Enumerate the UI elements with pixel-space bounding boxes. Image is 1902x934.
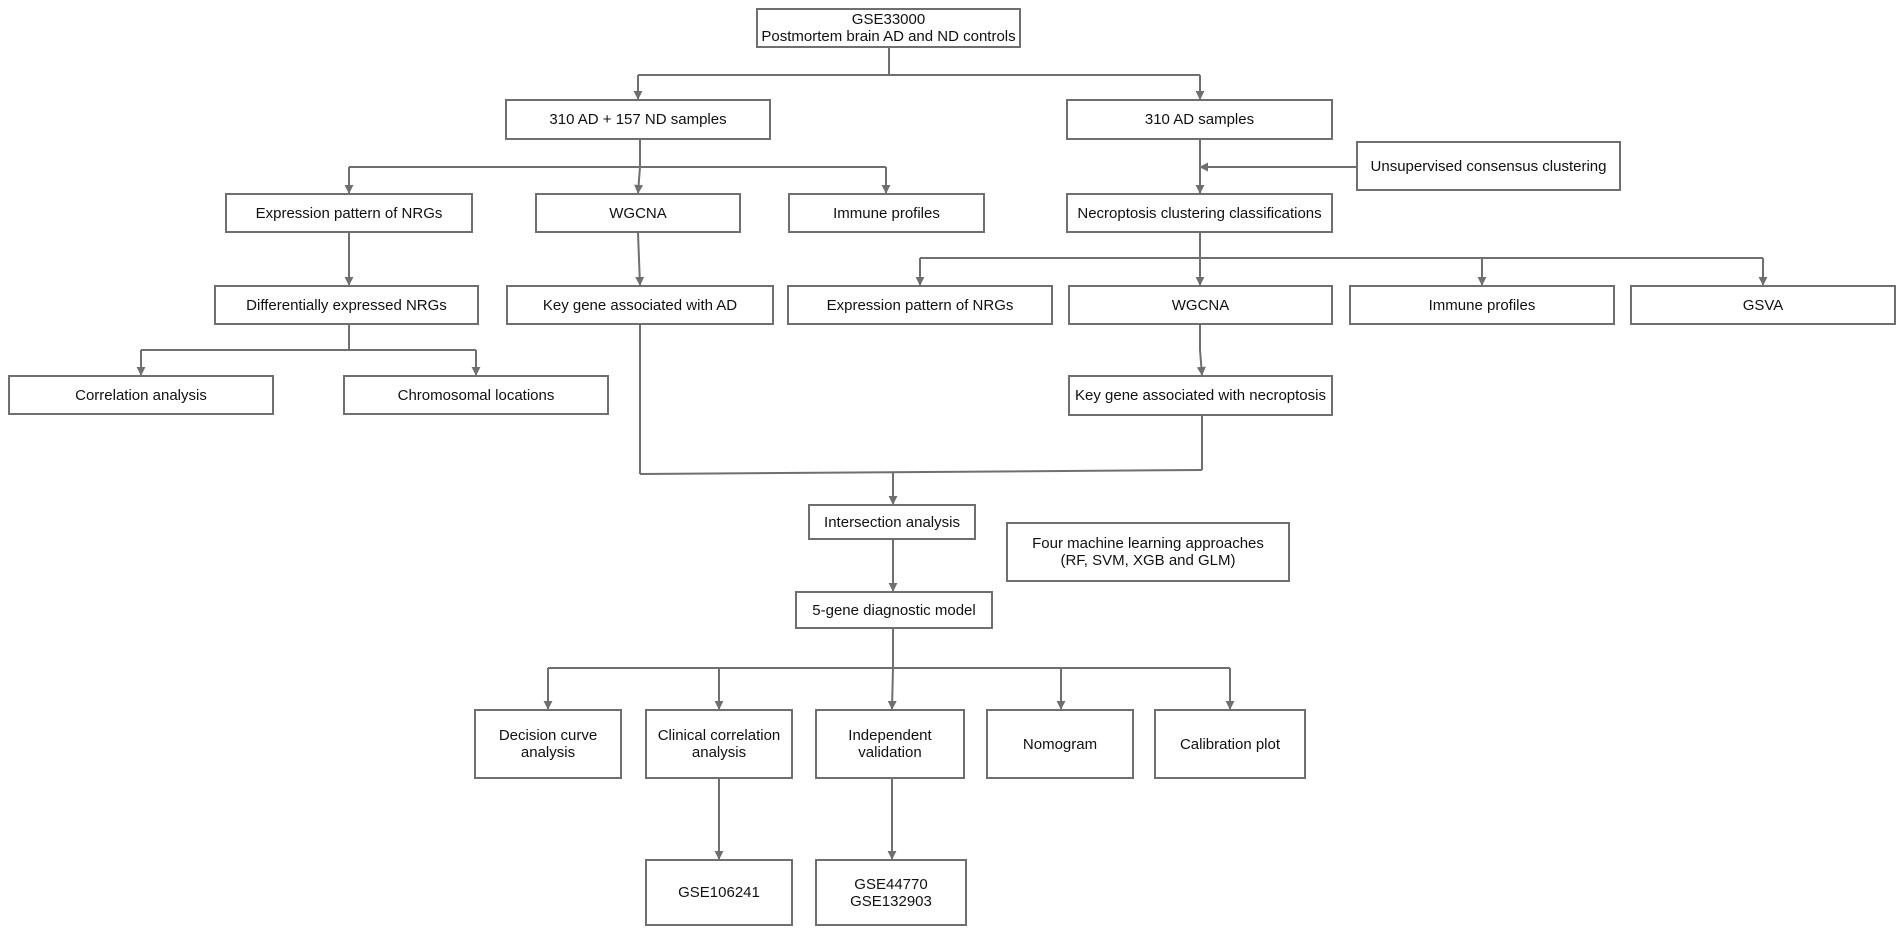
box-indep-validation-line-2: validation bbox=[858, 744, 922, 761]
box-decision-curve: Decision curve analysis bbox=[474, 709, 622, 779]
box-necroptosis-clusters-line-1: Necroptosis clustering classifications bbox=[1077, 204, 1322, 222]
box-expr-nrgs-right: Expression pattern of NRGs bbox=[787, 285, 1053, 325]
box-key-gene-ad-line-1: Key gene associated with AD bbox=[542, 296, 738, 314]
box-indep-validation-line-1: Independent bbox=[848, 727, 932, 744]
box-gsva-line-1: GSVA bbox=[1742, 296, 1784, 314]
box-ad-samples: 310 AD samples bbox=[1066, 99, 1333, 140]
line-connector-27 bbox=[639, 469, 1203, 475]
box-correlation-line-1: Correlation analysis bbox=[75, 386, 207, 404]
box-ml-approaches-line-2: (RF, SVM, XGB and GLM) bbox=[1060, 552, 1236, 569]
box-wgcna-right-line-1: WGCNA bbox=[1171, 296, 1230, 314]
box-expr-nrgs-left: Expression pattern of NRGs bbox=[225, 193, 473, 233]
box-diag-model-line-1: 5-gene diagnostic model bbox=[812, 601, 976, 619]
box-gse-validation-line-1: GSE44770 bbox=[854, 875, 928, 893]
box-clinical-corr-line-1: Clinical correlation bbox=[657, 727, 781, 744]
box-diff-nrgs-line-1: Differentially expressed NRGs bbox=[246, 296, 447, 314]
box-chromosomal-line-1: Chromosomal locations bbox=[397, 386, 555, 404]
box-intersection: Intersection analysis bbox=[808, 504, 976, 540]
box-ml-approaches-line-1: Four machine learning approaches bbox=[1032, 535, 1264, 552]
box-immune-right: Immune profiles bbox=[1349, 285, 1615, 325]
box-key-gene-necro: Key gene associated with necroptosis bbox=[1068, 375, 1333, 416]
box-consensus-clustering: Unsupervised consensus clustering bbox=[1356, 141, 1621, 191]
arrow-connector-24 bbox=[1196, 349, 1206, 376]
box-decision-curve-line-1: Decision curve bbox=[498, 727, 598, 744]
box-wgcna-left-line-1: WGCNA bbox=[609, 204, 667, 222]
box-root-line-2: Postmortem brain AD and ND controls bbox=[761, 28, 1016, 45]
box-decision-curve-line-2: analysis bbox=[520, 744, 576, 761]
box-gse-validation-line-2: GSE132903 bbox=[850, 892, 932, 910]
box-immune-left-line-1: Immune profiles bbox=[833, 204, 940, 222]
box-gsva: GSVA bbox=[1630, 285, 1896, 325]
arrow-connector-34 bbox=[887, 667, 897, 710]
box-diff-nrgs: Differentially expressed NRGs bbox=[214, 285, 479, 325]
box-gse106241: GSE106241 bbox=[645, 859, 793, 926]
box-correlation: Correlation analysis bbox=[8, 375, 274, 415]
box-chromosomal: Chromosomal locations bbox=[343, 375, 609, 415]
box-key-gene-ad: Key gene associated with AD bbox=[506, 285, 774, 325]
box-ml-approaches: Four machine learning approaches (RF, SV… bbox=[1006, 522, 1290, 582]
box-wgcna-right: WGCNA bbox=[1068, 285, 1333, 325]
box-nomogram: Nomogram bbox=[986, 709, 1134, 779]
box-gse-validation: GSE44770 GSE132903 bbox=[815, 859, 967, 926]
arrow-connector-7 bbox=[634, 166, 644, 194]
box-ad-samples-line-1: 310 AD samples bbox=[1144, 111, 1255, 128]
box-expr-nrgs-right-line-1: Expression pattern of NRGs bbox=[826, 296, 1014, 314]
box-clinical-corr-line-2: analysis bbox=[691, 744, 747, 761]
box-intersection-line-1: Intersection analysis bbox=[824, 513, 960, 531]
box-clinical-corr: Clinical correlation analysis bbox=[645, 709, 793, 779]
box-ad-nd-samples-line-1: 310 AD + 157 ND samples bbox=[549, 111, 727, 128]
box-immune-left: Immune profiles bbox=[788, 193, 985, 233]
box-calibration: Calibration plot bbox=[1154, 709, 1306, 779]
box-indep-validation: Independent validation bbox=[815, 709, 965, 779]
box-gse106241-line-1: GSE106241 bbox=[678, 884, 760, 901]
box-wgcna-left: WGCNA bbox=[535, 193, 741, 233]
box-immune-right-line-1: Immune profiles bbox=[1428, 296, 1536, 314]
box-calibration-line-1: Calibration plot bbox=[1179, 735, 1281, 753]
box-key-gene-necro-line-1: Key gene associated with necroptosis bbox=[1075, 387, 1326, 404]
box-root-line-1: GSE33000 bbox=[851, 11, 926, 28]
arrow-connector-10 bbox=[635, 232, 645, 286]
box-necroptosis-clusters: Necroptosis clustering classifications bbox=[1066, 193, 1333, 233]
box-consensus-clustering-line-1: Unsupervised consensus clustering bbox=[1370, 157, 1607, 175]
box-diag-model: 5-gene diagnostic model bbox=[795, 591, 993, 629]
box-nomogram-line-1: Nomogram bbox=[1022, 735, 1098, 753]
box-expr-nrgs-left-line-1: Expression pattern of NRGs bbox=[255, 204, 443, 222]
box-root: GSE33000 Postmortem brain AD and ND cont… bbox=[756, 8, 1021, 48]
box-ad-nd-samples: 310 AD + 157 ND samples bbox=[505, 99, 771, 140]
